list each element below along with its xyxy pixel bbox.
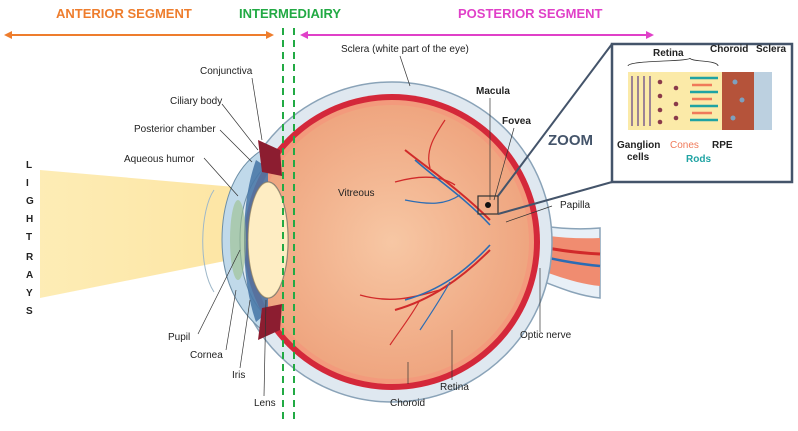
iris-label: Iris	[232, 370, 245, 381]
ciliary-body-label: Ciliary body	[170, 96, 222, 107]
zoom-connector-bottom	[497, 181, 613, 215]
fovea-dot	[485, 202, 491, 208]
zoom-ganglion-line2: cells	[627, 152, 650, 163]
choroid-label: Choroid	[390, 398, 425, 409]
light-rays-letter: G	[26, 196, 34, 207]
optic-nerve-label: Optic nerve	[520, 330, 572, 341]
posterior-segment-label: POSTERIOR SEGMENT	[458, 6, 603, 21]
vitreous-shape	[255, 105, 529, 379]
light-rays-letter: I	[26, 178, 29, 189]
posterior-segment-arrow	[300, 31, 654, 39]
light-rays-letter: L	[26, 160, 32, 171]
light-rays-letter: T	[26, 232, 32, 243]
zoom-rpe-label: RPE	[712, 140, 733, 151]
fovea-label: Fovea	[502, 116, 531, 127]
light-rays-letter: H	[26, 214, 33, 225]
zoom-choroid-label: Choroid	[710, 44, 748, 55]
lens-label: Lens	[254, 398, 276, 409]
light-rays-label: L I G H T R A Y S	[26, 160, 34, 317]
retina-label: Retina	[440, 382, 469, 393]
posterior-chamber-label: Posterior chamber	[134, 124, 216, 135]
light-rays-letter: S	[26, 306, 33, 317]
zoom-title: ZOOM	[548, 132, 593, 149]
vitreous-label: Vitreous	[338, 188, 375, 199]
macula-label: Macula	[476, 86, 510, 97]
zoom-retina-label: Retina	[653, 48, 684, 59]
lens-shape	[247, 181, 289, 299]
zoom-retina-layers	[628, 72, 772, 130]
leader-lines	[197, 55, 553, 397]
anterior-segment-label: ANTERIOR SEGMENT	[56, 6, 192, 21]
zoom-sclera-label: Sclera	[756, 44, 786, 55]
pupil-label: Pupil	[168, 332, 190, 343]
zoom-region-marker	[477, 195, 499, 215]
zoom-cones-label: Cones	[670, 140, 699, 151]
cornea-label: Cornea	[190, 350, 223, 361]
sclera-label: Sclera (white part of the eye)	[341, 44, 469, 55]
papilla-label: Papilla	[560, 200, 590, 211]
anterior-segment-arrow	[4, 31, 274, 39]
zoom-ganglion-line1: Ganglion	[617, 140, 660, 151]
light-rays-letter: R	[26, 252, 34, 263]
light-rays-letter: Y	[26, 288, 33, 299]
intermediary-label: INTERMEDIAIRY	[239, 6, 341, 21]
retina-bracket	[627, 57, 719, 67]
light-rays-letter: A	[26, 270, 33, 281]
conjunctiva-label: Conjunctiva	[200, 66, 253, 77]
anterior-structures	[202, 140, 289, 340]
aqueous-humor-label: Aqueous humor	[124, 154, 195, 165]
zoom-connector-top	[497, 43, 613, 197]
retinal-vessels	[359, 119, 491, 346]
zoom-rods-label: Rods	[686, 154, 711, 165]
